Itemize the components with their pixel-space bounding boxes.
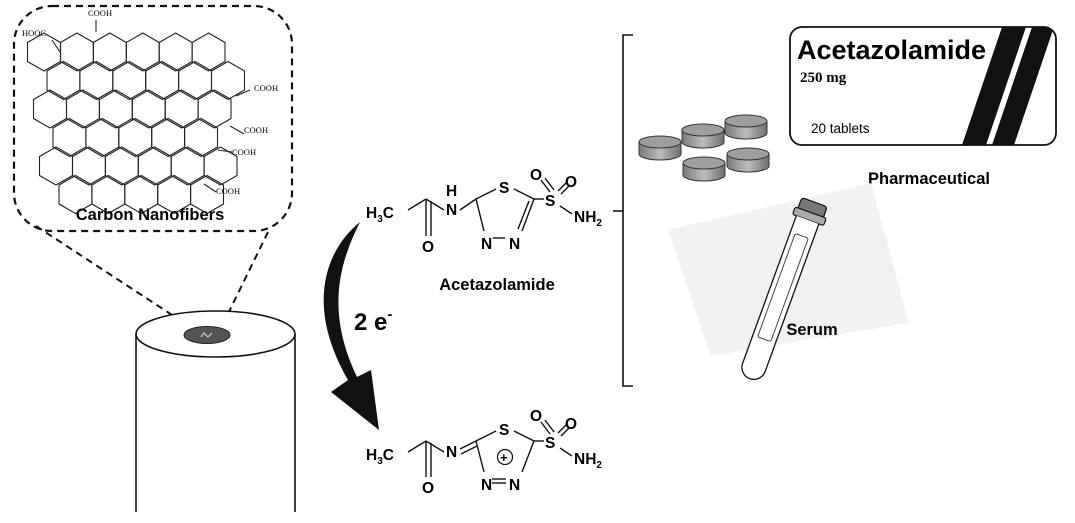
zoom-connector-left [35, 225, 193, 329]
carboxyl-bond [235, 89, 251, 97]
acetazolamide-name: Acetazolamide [439, 276, 555, 294]
acetazolamide-structure [407, 177, 573, 239]
electrode-active-area [183, 326, 231, 344]
lattice-hexagon [137, 146, 172, 186]
lattice-hexagon [203, 146, 238, 186]
lattice-hexagon [104, 146, 139, 186]
lattice-hexagon [184, 117, 219, 158]
svg-text:H3C: H3C [366, 447, 394, 467]
medicine-box: Acetazolamide 250 mg 20 tablets [789, 26, 1057, 146]
electrode [135, 310, 296, 512]
svg-text:H: H [446, 183, 457, 200]
lattice-hexagon [59, 32, 94, 72]
pharmaceutical-label: Pharmaceutical [868, 170, 990, 188]
lattice-hexagon [164, 89, 199, 129]
svg-text:NH2: NH2 [574, 451, 602, 471]
tablet [682, 156, 726, 182]
lattice-hexagon [191, 32, 226, 72]
lattice-hexagon [197, 89, 232, 129]
carboxyl-bond [51, 39, 61, 53]
svg-text:O: O [565, 174, 577, 191]
carboxyl-bond [217, 149, 233, 153]
zoom-connector-right [221, 231, 269, 327]
box-count: 20 tablets [811, 121, 870, 136]
svg-text:N: N [509, 236, 520, 253]
svg-text:S: S [545, 193, 555, 210]
lattice-hexagon [125, 32, 160, 72]
carboxyl-bond [203, 183, 217, 193]
acetazolamide-atoms: H3C N H O S N N S O O NH2 [366, 167, 602, 256]
cooh-label: COOH [232, 147, 256, 157]
lattice-hexagon [32, 89, 68, 129]
tablet [681, 123, 725, 149]
oxidation-arrow [323, 222, 379, 430]
svg-text:S: S [545, 435, 555, 452]
lattice-hexagon [79, 60, 114, 101]
box-dose: 250 mg [800, 70, 847, 86]
cooh-label: COOH [216, 186, 240, 196]
graphene-lattice [26, 20, 251, 215]
box-brand: Acetazolamide [797, 35, 986, 65]
svg-text:N: N [446, 444, 457, 461]
carboxyl-bond [229, 125, 245, 135]
lattice-hexagon [65, 89, 100, 129]
cooh-label: COOH [254, 83, 278, 93]
lattice-hexagon [112, 60, 147, 101]
lattice-hexagon [92, 32, 127, 72]
svg-text:N: N [481, 236, 492, 253]
cooh-label: COOH [244, 125, 268, 135]
lattice-hexagon [71, 146, 106, 186]
carbon-nanofibers-title: Carbon Nanofibers [76, 206, 225, 224]
svg-text:S: S [499, 422, 509, 439]
serum-tube [668, 183, 909, 380]
tablet [726, 147, 770, 173]
svg-text:N: N [509, 477, 520, 494]
svg-text:O: O [530, 408, 542, 425]
svg-text:+: + [500, 450, 508, 465]
svg-text:O: O [565, 416, 577, 433]
cooh-label: COOH [88, 8, 112, 18]
product-structure [407, 419, 573, 484]
tablet [638, 135, 682, 161]
lattice-hexagon [158, 32, 193, 72]
svg-text:S: S [499, 180, 509, 197]
carboxyl-groups: COOH HOOC COOH COOH COOH COOH [22, 8, 278, 196]
tablets [638, 114, 770, 182]
lattice-hexagon [145, 60, 180, 101]
carbon-nanofiber-panel: COOH HOOC COOH COOH COOH COOH Carbon Nan… [12, 4, 294, 233]
svg-text:N: N [481, 477, 492, 494]
hooc-label: HOOC [22, 28, 46, 38]
svg-text:O: O [422, 239, 434, 256]
lattice-hexagon [170, 146, 205, 186]
serum-label: Serum [786, 321, 837, 339]
electron-label: 2 e- [354, 306, 392, 336]
lattice-hexagon [85, 117, 120, 158]
svg-text:O: O [530, 167, 542, 184]
sample-bracket [613, 34, 633, 387]
zoom-frame [12, 4, 294, 233]
lattice-hexagon [118, 117, 153, 158]
lattice-hexagon [26, 32, 62, 72]
svg-text:O: O [422, 480, 434, 497]
lattice-hexagon [178, 60, 213, 101]
svg-text:H3C: H3C [366, 205, 394, 225]
lattice-hexagon [98, 89, 133, 129]
lattice-hexagon [46, 60, 81, 101]
lattice-hexagon [151, 117, 186, 158]
lattice-hexagon [38, 146, 74, 186]
lattice-hexagon [131, 89, 166, 129]
tablet [724, 114, 768, 140]
product-atoms: H3C N O S + N N S O O NH2 [366, 408, 602, 497]
lattice-hexagon [190, 174, 225, 215]
lattice-hexagon [210, 60, 246, 101]
lattice-hexagon [52, 117, 87, 158]
svg-text:NH2: NH2 [574, 209, 602, 229]
svg-text:N: N [446, 202, 457, 219]
